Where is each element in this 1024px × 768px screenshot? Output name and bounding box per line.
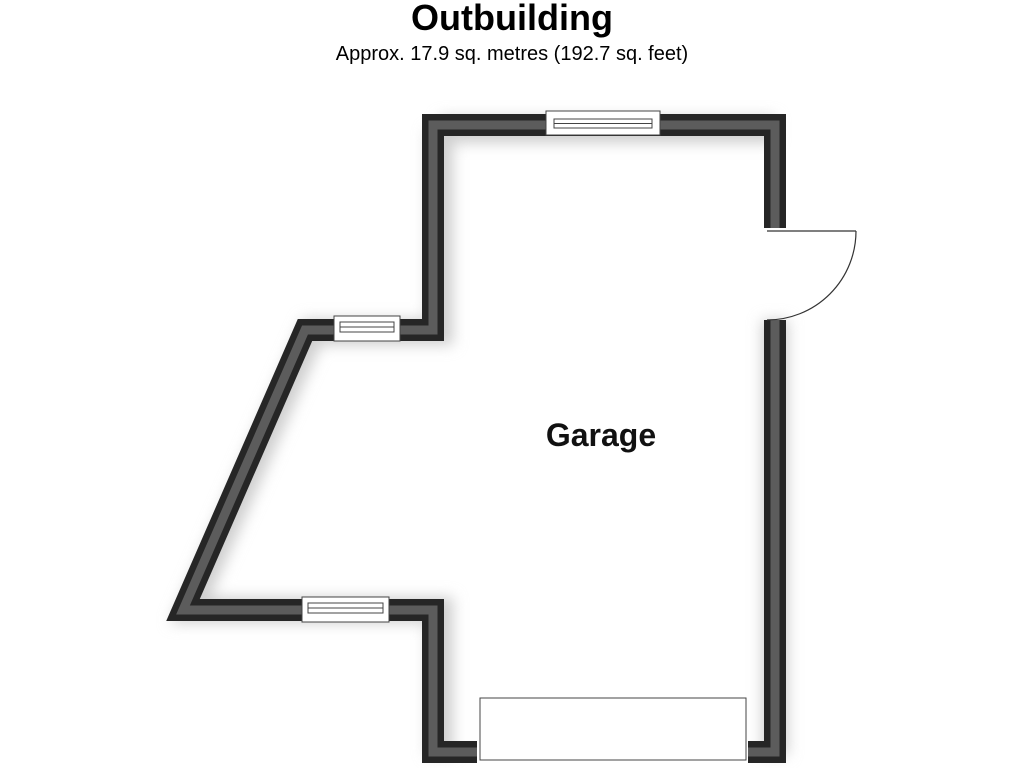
window-left-lower	[301, 596, 390, 623]
plan-area-subtitle: Approx. 17.9 sq. metres (192.7 sq. feet)	[335, 43, 689, 65]
garage-door	[479, 697, 747, 761]
window-top	[545, 110, 661, 136]
plan-title: Outbuilding	[411, 0, 613, 38]
side-door	[766, 230, 857, 321]
window-left-upper	[333, 315, 401, 342]
walls	[166, 114, 786, 763]
interior-shadow	[170, 117, 788, 755]
room-label-garage: Garage	[546, 417, 656, 453]
